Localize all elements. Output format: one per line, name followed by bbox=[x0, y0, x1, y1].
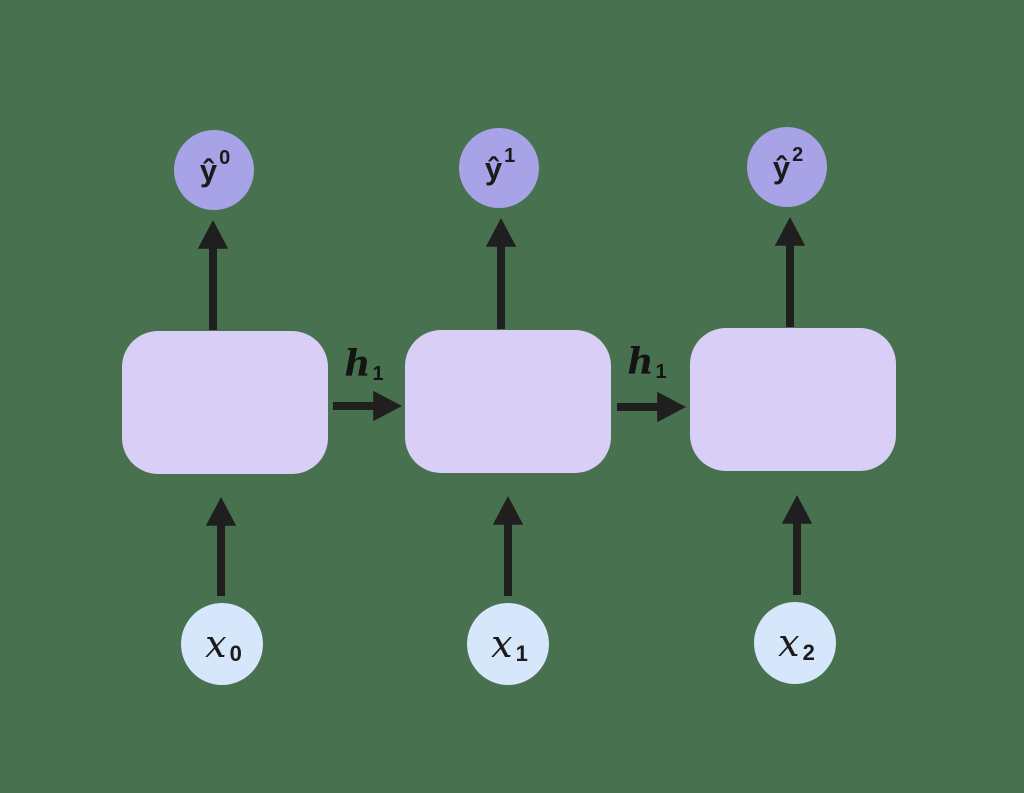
output-node-2-label: ŷ bbox=[772, 149, 791, 185]
input-node-2-subscript: 2 bbox=[802, 640, 815, 665]
hidden-state-label-1-base: h bbox=[627, 341, 654, 383]
output-node-1-superscript: 1 bbox=[504, 145, 516, 167]
hidden-state-label-0-subscript: 1 bbox=[372, 363, 384, 385]
output-node-0-label: ŷ bbox=[199, 152, 218, 188]
rnn-cell-2 bbox=[690, 328, 896, 471]
output-node-0-superscript: 0 bbox=[219, 147, 231, 169]
input-node-1-label: x bbox=[491, 622, 513, 666]
rnn-cell-1 bbox=[405, 330, 611, 473]
output-node-2-superscript: 2 bbox=[792, 144, 804, 166]
input-node-2-label: x bbox=[778, 621, 800, 665]
input-node-1-subscript: 1 bbox=[515, 641, 528, 666]
input-node-0-label: x bbox=[205, 622, 227, 666]
hidden-state-label-0-base: h bbox=[344, 343, 371, 385]
hidden-state-label-1-subscript: 1 bbox=[655, 361, 667, 383]
rnn-cell-0 bbox=[122, 331, 328, 474]
output-node-1-label: ŷ bbox=[484, 150, 503, 186]
input-node-0-subscript: 0 bbox=[229, 641, 242, 666]
